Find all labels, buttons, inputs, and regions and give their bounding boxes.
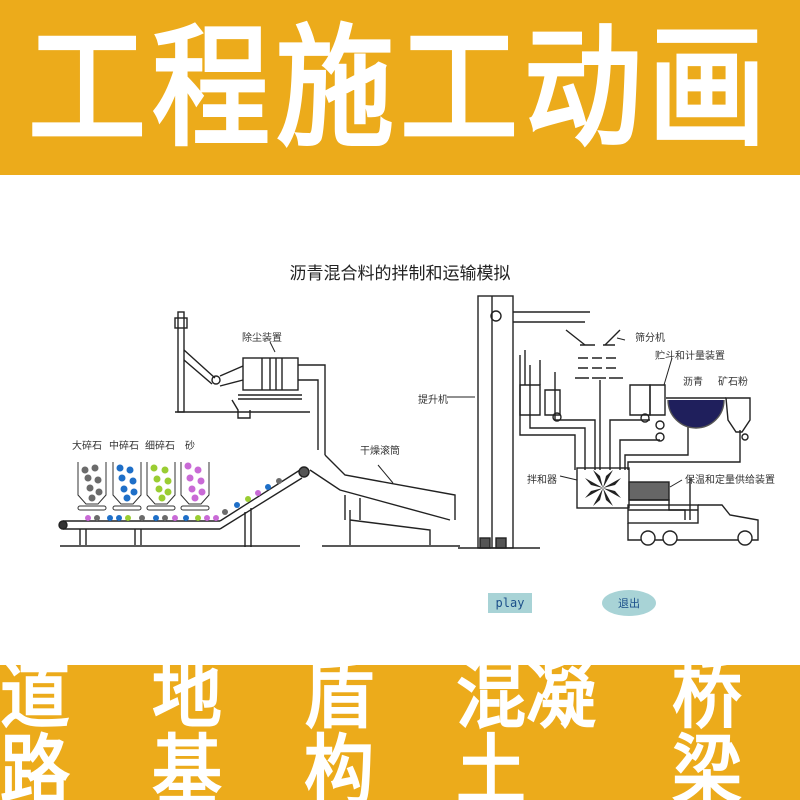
page-title: 工程施工动画: [27, 10, 772, 165]
footer-banner: 道路 地基 盾构 混凝土 桥梁: [0, 656, 800, 800]
label-screen: 筛分机: [635, 333, 665, 344]
label-mixer: 拌和器: [527, 475, 557, 486]
label-asphalt: 沥青: [683, 377, 703, 388]
simulation-stage: 沥青混合料的拌制和运输模拟 除尘装置 提升机 干燥滚筒 筛分机 贮斗和计量装置 …: [0, 175, 800, 665]
label-dust-collector: 除尘装置: [242, 333, 282, 344]
label-aggregate-medium: 中碎石: [109, 441, 139, 452]
label-aggregate-sand: 砂: [185, 441, 195, 452]
play-button[interactable]: play: [488, 593, 532, 613]
label-drying-drum: 干燥滚筒: [360, 446, 400, 457]
label-insulated-feeder: 保温和定量供给装置: [685, 475, 775, 486]
label-elevator: 提升机: [418, 395, 448, 406]
tag-foundation: 地基: [152, 648, 222, 800]
label-mineral-powder: 矿石粉: [718, 377, 748, 388]
tag-list: 道路 地基 盾构 混凝土 桥梁: [0, 656, 800, 800]
label-aggregate-large: 大碎石: [72, 441, 102, 452]
tag-road: 道路: [0, 648, 70, 800]
header-banner: 工程施工动画: [0, 0, 800, 175]
simulation-title: 沥青混合料的拌制和运输模拟: [289, 264, 511, 284]
tag-shield-tunneling: 盾构: [304, 648, 374, 800]
exit-button[interactable]: 退出: [602, 590, 656, 616]
label-hopper-metering: 贮斗和计量装置: [655, 351, 725, 362]
plant-diagram: [58, 295, 759, 549]
label-aggregate-fine: 细碎石: [145, 441, 175, 452]
tag-bridge: 桥梁: [672, 648, 742, 800]
tag-concrete: 混凝土: [456, 648, 596, 800]
